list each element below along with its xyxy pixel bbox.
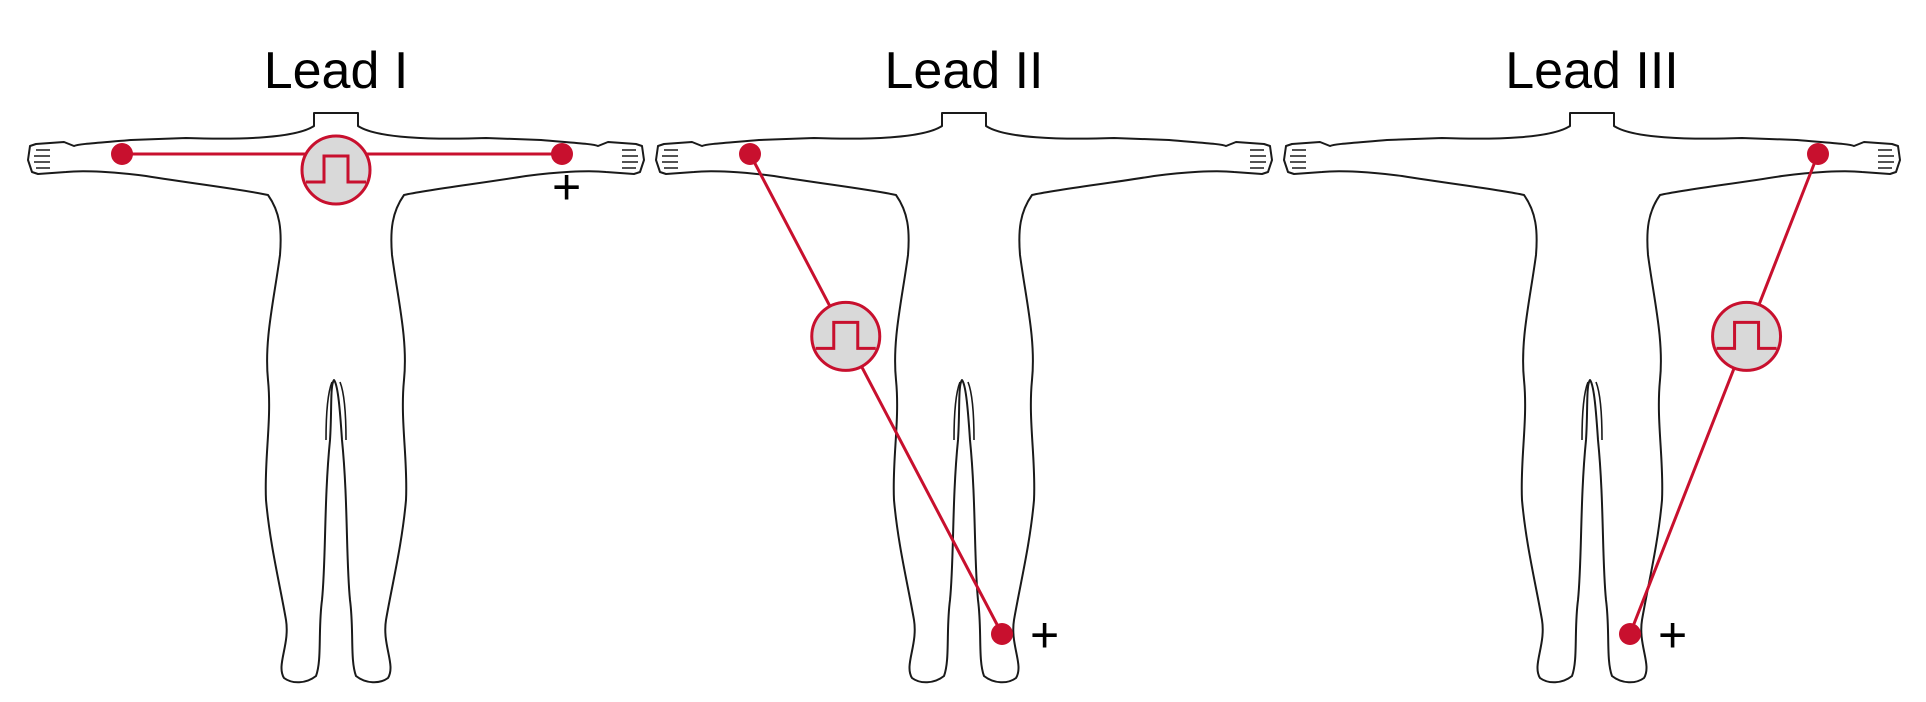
lead-panel-2: Lead II + [655,42,1273,684]
positive-terminal-label: + [1030,607,1059,663]
positive-terminal-label: + [1658,607,1687,663]
electrode-dot-icon [1807,143,1829,165]
electrode-dot-icon [111,143,133,165]
lead-wire [1628,153,1820,635]
electrode-dot-icon [551,143,573,165]
lead-panel-3: Lead III + [1283,42,1901,684]
pulse-meter-icon [1711,300,1783,372]
lead-title: Lead III [1505,42,1678,100]
electrode-dot-icon [991,623,1013,645]
lead-panel-1: Lead I + [27,42,645,684]
body-outline-icon [655,112,1273,684]
electrode-dot-icon [739,143,761,165]
lead-wire [748,153,1004,635]
electrode-dot-icon [1619,623,1641,645]
positive-terminal-label: + [552,159,581,215]
body-outline-icon [1283,112,1901,684]
lead-title: Lead I [264,42,409,100]
panels-layer: Lead I + Lead II + Lead III + [27,42,1901,684]
pulse-meter-icon [810,300,882,372]
pulse-meter-icon [300,134,372,206]
lead-title: Lead II [884,42,1043,100]
